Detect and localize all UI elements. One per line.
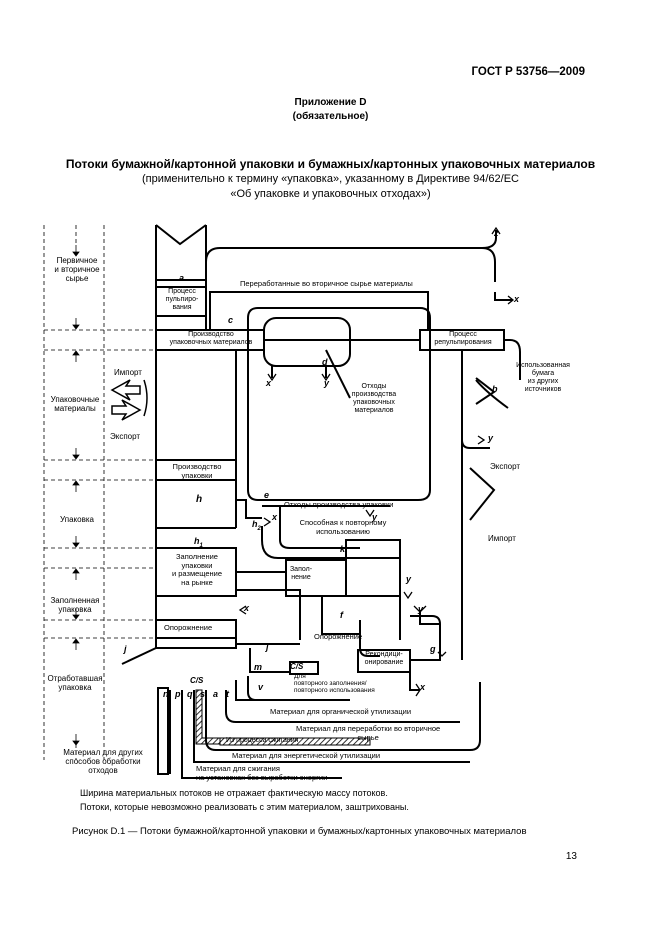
letter-n: n: [163, 689, 169, 699]
letter-y-prod: y: [372, 512, 378, 522]
appendix-status: (обязательное): [292, 111, 369, 122]
level-label-used: Отработавшая упаковка: [47, 674, 103, 692]
letter-cs-left: C/S: [190, 676, 204, 685]
prod-packaging-box: Производство упаковки: [172, 462, 222, 480]
letter-q: q: [187, 689, 193, 699]
emptying-box: Опорожнение: [164, 623, 213, 632]
figure-caption: Рисунок D.1 — Потоки бумажной/картонной …: [72, 826, 527, 837]
used-paper-label: Использованная бумага из других источник…: [516, 362, 570, 393]
figure-subtitle-2: «Об упаковке и упаковочных отходах»): [230, 188, 431, 200]
export-left-label: Экспорт: [110, 432, 141, 441]
outflow-arrows: [238, 226, 515, 697]
waste-packaging-label: Отходы производства упаковки: [284, 500, 394, 509]
letter-x-top: x: [514, 294, 520, 304]
letter-y-waste: y: [324, 378, 330, 388]
letter-d: d: [322, 357, 328, 367]
export-right-label: Экспорт: [490, 462, 521, 471]
letter-s: s: [200, 689, 206, 699]
organic-label: Материал для органической утилизации: [270, 707, 412, 716]
waste-materials-label: Отходы производства упаковочных материал…: [351, 383, 397, 414]
letter-c: c: [228, 315, 234, 325]
letter-a-bottom: a: [213, 689, 219, 699]
level-label-pack-materials: Упаковочные материалы: [50, 395, 100, 413]
filling-box: Заполнение упаковки и размещение на рынк…: [171, 552, 223, 587]
reconditioning-box: Рекондици- онирование: [364, 651, 404, 666]
level-label-packaging: Упаковка: [60, 515, 94, 524]
letter-y-right: y: [488, 433, 494, 443]
main-flows: [121, 224, 521, 779]
letter-j: j: [124, 644, 127, 654]
letter-f: f: [340, 610, 343, 620]
letter-z: z: [494, 228, 499, 238]
letter-cs-right: C/S: [290, 662, 304, 671]
letter-y-recond: y: [418, 604, 424, 614]
repulping-box: Процесс репульпирования: [434, 331, 492, 346]
energy-label: Материал для энергетической утилизации: [232, 751, 381, 760]
letter-v: v: [258, 682, 264, 692]
page-number: 13: [565, 851, 577, 862]
letter-m: m: [254, 662, 263, 672]
prod-pack-materials-box: Производство упаковочных материалов: [169, 331, 253, 346]
letter-h2: h2: [252, 519, 261, 532]
reuse-label: Для повторного заполнения/ повторного ис…: [294, 673, 375, 694]
from-incineration-label: Из процесса сжигания: [226, 737, 299, 744]
letter-b: b: [492, 384, 498, 394]
left-trade-arrows: [110, 379, 148, 421]
emptying-box-2: Опорожнение: [314, 632, 363, 641]
level-label-raw: Первичное и вторичное сырье: [54, 256, 100, 283]
letter-a-top: a: [179, 273, 185, 283]
level-boundaries: [44, 329, 156, 639]
level-label-other: Материал для других способов обработки о…: [63, 748, 143, 775]
letter-j-inner: j: [266, 642, 269, 652]
letter-e: e: [264, 490, 270, 500]
letter-x-prod: x: [272, 512, 278, 522]
letter-x-waste: x: [266, 378, 272, 388]
letter-h: h: [196, 494, 203, 505]
level-label-filled: Заполненная упаковка: [50, 596, 100, 614]
letter-t: t: [226, 689, 229, 699]
import-left-label: Импорт: [114, 368, 142, 377]
document-id: ГОСТ Р 53756—2009: [471, 66, 585, 78]
figure-subtitle-1: (применительно к термину «упаковка», ука…: [141, 173, 520, 185]
appendix-label: Приложение D: [294, 97, 367, 108]
left-dashed-axes: [43, 225, 105, 760]
letter-h1: h1: [194, 536, 203, 549]
letter-g: g: [430, 644, 436, 654]
figure-title: Потоки бумажной/картонной упаковки и бум…: [65, 157, 596, 171]
recycling-label: Материал для переработки во вторичное сы…: [296, 724, 441, 742]
letter-p: p: [175, 689, 181, 699]
pulping-box: Процесс пульпиро- вания: [165, 288, 199, 311]
hatched-flows: [195, 689, 371, 746]
incineration-label: Материал для сжигания на установках без …: [196, 764, 328, 782]
letter-x-recond: x: [420, 682, 426, 692]
letter-x-fill: x: [244, 603, 250, 613]
level-arrows: [72, 245, 80, 746]
recycled-raw-label: Переработанные во вторичное сырье матери…: [240, 279, 413, 288]
reusable-label: Способная к повторному использованию: [299, 518, 387, 536]
note-line-1: Ширина материальных потоков не отражает …: [80, 788, 388, 798]
import-right-label: Импорт: [488, 534, 516, 543]
note-line-2: Потоки, которые невозможно реализовать с…: [80, 802, 409, 812]
refill-box: Запол- нение: [289, 566, 313, 581]
letter-k: k: [340, 544, 346, 554]
letter-y-fill: y: [406, 574, 412, 584]
